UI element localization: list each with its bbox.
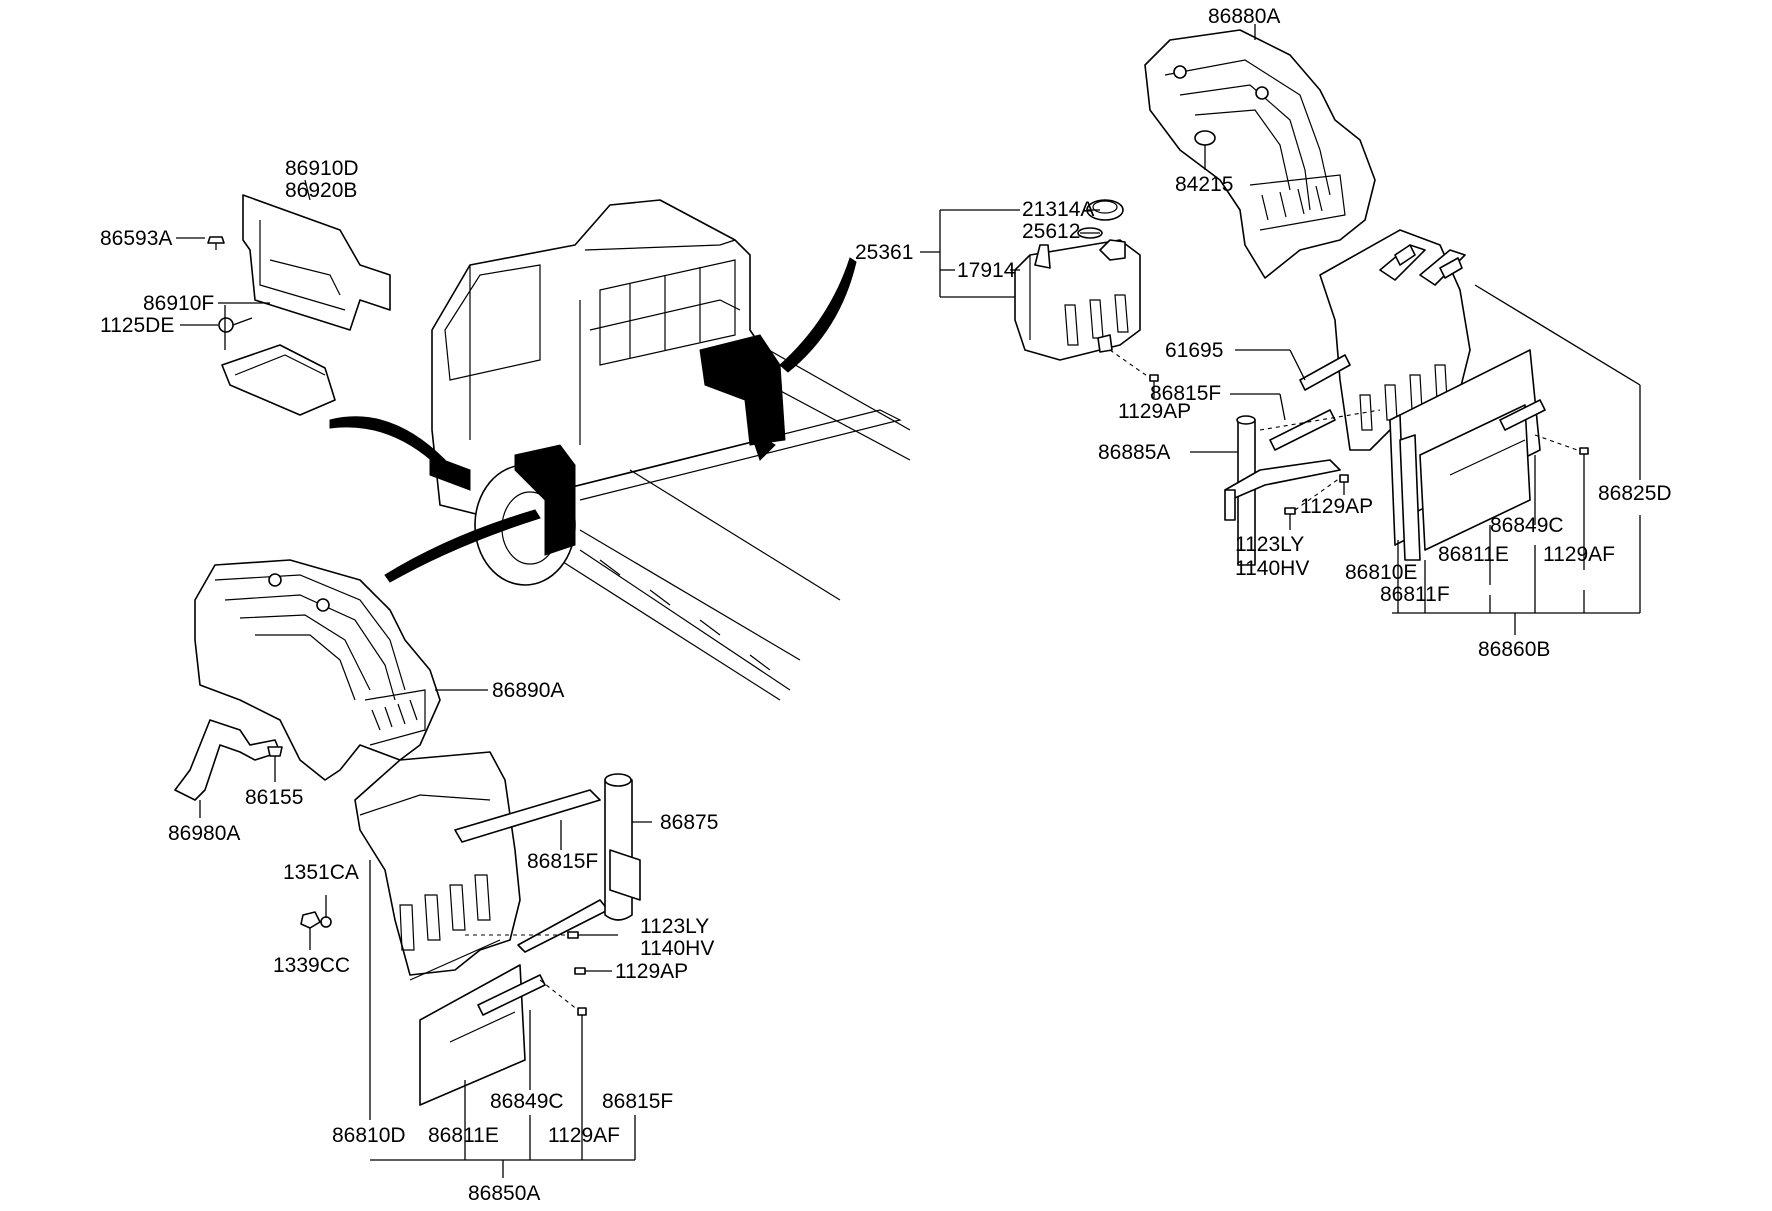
rear-fender-group-left	[174, 559, 652, 1178]
callout-labels: 86880A 84215 21314A 25612 25361 17914 11…	[100, 5, 1672, 1205]
label-21314A: 21314A	[1022, 198, 1094, 221]
label-1140HV-a: 1140HV	[1235, 557, 1309, 580]
label-86860B: 86860B	[1478, 638, 1550, 661]
label-1339CC: 1339CC	[273, 954, 350, 977]
label-1351CA: 1351CA	[283, 861, 359, 884]
side-cover-group	[176, 179, 391, 416]
label-86811E-b: 86811E	[428, 1124, 499, 1147]
label-25612: 25612	[1022, 220, 1080, 243]
label-1129AP-b: 1129AP	[1300, 495, 1373, 518]
label-17914: 17914	[957, 259, 1016, 282]
label-1129AP-a: 1129AP	[1118, 400, 1191, 423]
label-86811E-a: 86811E	[1438, 543, 1509, 566]
label-86910F: 86910F	[143, 292, 214, 315]
label-86811F: 86811F	[1380, 583, 1450, 606]
label-61695: 61695	[1165, 339, 1223, 362]
truck-illustration	[329, 199, 911, 701]
label-86849C-a: 86849C	[1490, 514, 1564, 537]
label-86850A: 86850A	[468, 1182, 540, 1205]
label-86810D: 86810D	[332, 1124, 406, 1147]
label-86810E: 86810E	[1345, 561, 1417, 584]
label-1123LY-a: 1123LY	[1235, 533, 1304, 556]
label-86849C-b: 86849C	[490, 1090, 564, 1113]
label-86875: 86875	[660, 811, 718, 834]
label-86815F-c: 86815F	[602, 1090, 673, 1113]
label-86155: 86155	[245, 786, 303, 809]
label-86885A: 86885A	[1098, 441, 1170, 464]
label-86890A: 86890A	[492, 679, 564, 702]
label-86825D: 86825D	[1598, 482, 1672, 505]
label-86980A: 86980A	[168, 822, 240, 845]
label-25361: 25361	[855, 241, 913, 264]
label-1123LY-b: 1123LY	[640, 915, 709, 938]
label-1129AP-c: 1129AP	[615, 960, 688, 983]
label-1129AF-b: 1129AF	[548, 1124, 620, 1147]
label-84215: 84215	[1175, 173, 1233, 196]
label-1140HV-b: 1140HV	[640, 937, 714, 960]
label-1125DE: 1125DE	[100, 314, 174, 337]
label-1129AF-a: 1129AF	[1543, 543, 1615, 566]
label-86815F-b: 86815F	[527, 850, 598, 873]
label-86880A: 86880A	[1208, 5, 1280, 28]
label-86920B: 86920B	[285, 179, 357, 202]
rear-fender-group-right	[920, 24, 1641, 635]
label-86815F-a: 86815F	[1150, 382, 1221, 405]
label-86910D: 86910D	[285, 157, 359, 180]
label-86593A: 86593A	[100, 227, 172, 250]
